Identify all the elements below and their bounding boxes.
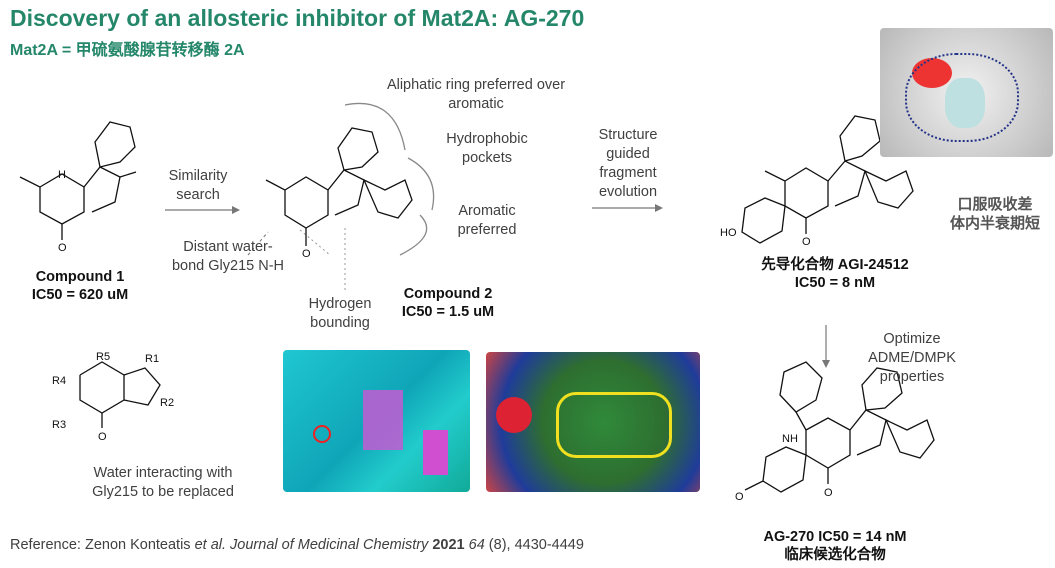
label-drawbacks: 口服吸收差体内半衰期短 — [940, 195, 1050, 233]
compound-name: 先导化合物 AGI-24512 — [761, 257, 909, 273]
compound-ic50: IC50 = 1.5 uM — [401, 304, 495, 320]
label-hydrophobic: Hydrophobic pockets — [427, 130, 547, 168]
reference-pages: (8), 4430-4449 — [484, 537, 584, 553]
reference-prefix: Reference: Zenon Konteatis — [10, 537, 195, 553]
atom-r4: R4 — [52, 375, 66, 387]
label-hydrogen: Hydrogen bounding — [290, 295, 390, 333]
arrowhead — [822, 360, 830, 368]
label-line: Structure — [598, 127, 658, 143]
arrowhead — [232, 206, 240, 214]
ag-270-structure: NH O O — [735, 361, 935, 503]
label-aliphatic: Aliphatic ring preferred over aromatic — [366, 76, 586, 114]
label-line: 体内半衰期短 — [949, 215, 1040, 232]
label-line: bounding — [310, 315, 370, 331]
atom-o: O — [802, 236, 811, 248]
ag-270-label: AG-270 IC50 = 14 nM 临床候选化合物 — [745, 528, 925, 564]
atom-o: O — [302, 248, 311, 260]
label-line: Similarity — [168, 168, 228, 184]
label-line: pockets — [462, 150, 512, 166]
compound-name: Compound 1 — [35, 269, 125, 285]
reference-volume: 64 — [468, 537, 485, 553]
compound-1-structure: O H — [19, 121, 137, 254]
label-line: ADME/DMPK — [868, 350, 956, 366]
label-line: Water interacting with — [93, 465, 233, 481]
page-title: Discovery of an allosteric inhibitor of … — [10, 5, 585, 31]
label-line: Gly215 to be replaced — [92, 484, 234, 500]
compound-name: Compound 2 — [403, 286, 493, 302]
label-similarity: Similarity search — [148, 167, 248, 205]
compound-note: 临床候选化合物 — [784, 547, 886, 563]
compound-ic50: IC50 = 8 nM — [794, 275, 876, 291]
label-line: search — [176, 187, 220, 203]
atom-o: O — [58, 242, 67, 254]
ligand-magenta — [423, 430, 448, 475]
compound-ic50: IC50 = 620 uM — [31, 287, 129, 303]
label-line: bond Gly215 N-H — [171, 258, 285, 274]
label-line: fragment — [599, 165, 657, 181]
protein-pocket-image — [880, 28, 1053, 157]
label-aromatic: Aromatic preferred — [427, 202, 547, 240]
label-line: preferred — [457, 222, 517, 238]
label-line: Aromatic — [458, 203, 516, 219]
crystal-structure-image — [283, 350, 470, 492]
label-line: Distant water- — [183, 239, 273, 255]
compound-2-label: Compound 2 IC50 = 1.5 uM — [378, 285, 518, 321]
label-line: aromatic — [448, 96, 504, 112]
reference: Reference: Zenon Konteatis et al. Journa… — [10, 537, 584, 553]
general-scaffold-structure: R5 R1 R2 R4 R3 O — [52, 351, 174, 443]
label-line: Aliphatic ring preferred over — [386, 77, 566, 93]
compound-2-structure: O — [265, 127, 413, 260]
atom-o: O — [98, 431, 107, 443]
arrowhead — [655, 204, 663, 212]
atom-r2: R2 — [160, 397, 174, 409]
atom-r3: R3 — [52, 419, 66, 431]
compound-name: AG-270 IC50 = 14 nM — [763, 529, 907, 545]
compound-1-label: Compound 1 IC50 = 620 uM — [10, 268, 150, 304]
pocket-outline — [905, 53, 1019, 142]
label-structure-guided: Structure guided fragment evolution — [578, 126, 678, 202]
page-subtitle: Mat2A = 甲硫氨酸腺苷转移酶 2A — [10, 42, 245, 59]
ligand-yellow — [556, 392, 672, 458]
atom-nh: NH — [782, 433, 798, 445]
water-circle — [313, 425, 331, 443]
atom-r1: R1 — [145, 353, 159, 365]
reference-journal: et al. Journal of Medicinal Chemistry — [194, 537, 433, 553]
dashed-line — [299, 229, 331, 256]
reference-year: 2021 — [432, 537, 465, 553]
label-line: Hydrophobic — [446, 131, 528, 147]
pocket-arc — [399, 214, 428, 256]
atom-ho: HO — [720, 227, 737, 239]
label-line: Optimize — [883, 331, 941, 347]
ligand-magenta — [363, 390, 403, 450]
label-line: guided — [606, 146, 650, 162]
atom-h: H — [58, 169, 66, 181]
dashed-arrow-water — [247, 231, 269, 256]
label-line: 口服吸收差 — [957, 196, 1033, 213]
surface-red-patch — [496, 397, 532, 433]
atom-o: O — [735, 491, 744, 503]
label-line: properties — [879, 369, 945, 385]
label-line: Hydrogen — [308, 296, 372, 312]
label-distant-water: Distant water-bond Gly215 N-H — [160, 238, 296, 276]
atom-r5: R5 — [96, 351, 110, 363]
label-line: evolution — [598, 184, 658, 200]
pocket-arc — [407, 157, 435, 211]
pocket-arc — [344, 102, 406, 151]
atom-o: O — [824, 487, 833, 499]
surface-binding-image — [486, 352, 700, 492]
agi-24512-structure: HO O — [720, 115, 914, 248]
